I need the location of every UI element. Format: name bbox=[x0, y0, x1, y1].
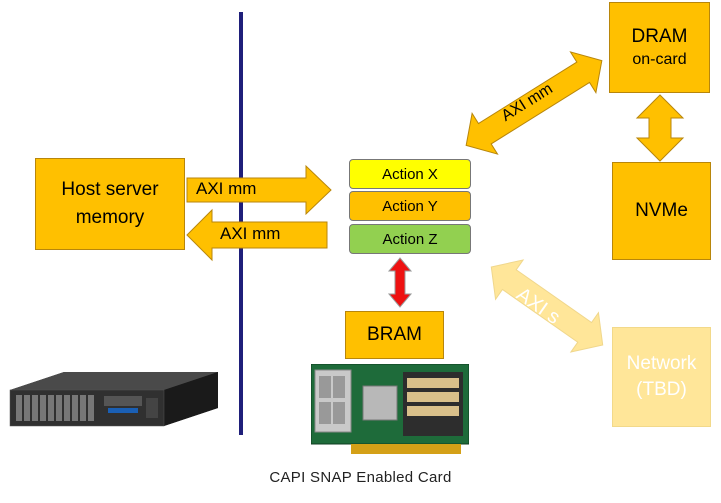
action-y: Action Y bbox=[349, 191, 471, 221]
bram-box: BRAM bbox=[345, 311, 444, 359]
axi-s-network-arrow bbox=[490, 259, 604, 353]
dram-line2: on-card bbox=[632, 50, 687, 68]
nvme-label: NVMe bbox=[635, 200, 688, 221]
network-box: Network (TBD) bbox=[612, 327, 711, 427]
axi-mm-dram-arrow bbox=[465, 51, 603, 155]
nvme-box: NVMe bbox=[612, 162, 711, 260]
host-box-line1: Host server bbox=[61, 179, 159, 200]
fpga-card-image bbox=[311, 364, 469, 454]
server-image bbox=[9, 372, 218, 427]
dram-line1: DRAM bbox=[631, 25, 688, 47]
bram-red-arrow bbox=[387, 257, 413, 308]
bram-label: BRAM bbox=[367, 324, 422, 345]
axi-mm-left-arrow bbox=[186, 208, 328, 262]
action-z: Action Z bbox=[349, 224, 471, 254]
axi-mm-right-label: AXI mm bbox=[196, 179, 257, 198]
action-x-label: Action X bbox=[382, 165, 438, 183]
network-line2: (TBD) bbox=[636, 379, 687, 400]
action-y-label: Action Y bbox=[382, 197, 438, 215]
axi-mm-right-arrow bbox=[186, 164, 332, 216]
action-x: Action X bbox=[349, 159, 471, 189]
host-server-memory-box: Host server memory bbox=[35, 158, 185, 250]
card-caption: CAPI SNAP Enabled Card bbox=[269, 469, 452, 486]
action-z-label: Action Z bbox=[382, 230, 438, 248]
network-line1: Network bbox=[626, 353, 697, 374]
axi-mm-left-label: AXI mm bbox=[220, 224, 281, 243]
dram-nvme-arrow bbox=[635, 94, 685, 162]
dram-box: DRAM on-card bbox=[609, 2, 710, 93]
host-box-line2: memory bbox=[75, 207, 145, 228]
